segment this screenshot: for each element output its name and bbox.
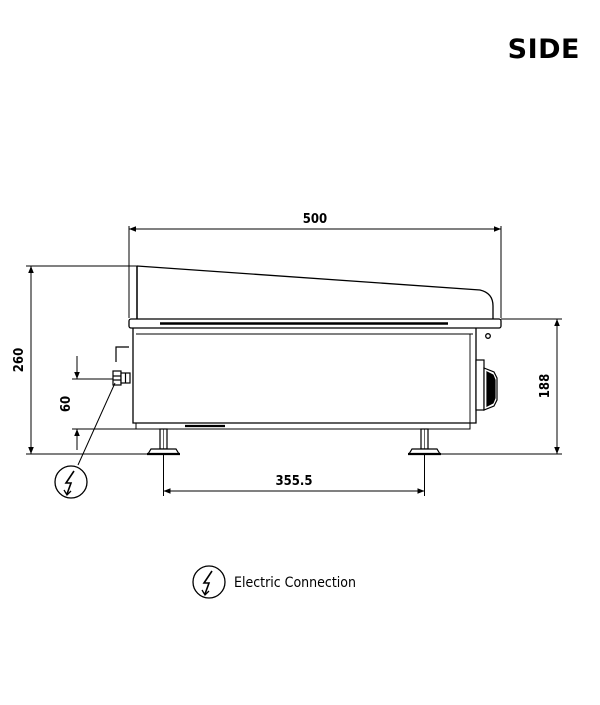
foot-left xyxy=(146,428,181,456)
dimension-label-feet: 355.5 xyxy=(276,474,313,489)
lightning-bolt-icon xyxy=(192,565,226,599)
appliance-outline xyxy=(115,265,502,430)
cable-gland xyxy=(112,370,131,386)
dimension-label-width: 500 xyxy=(303,212,327,227)
base-rail xyxy=(135,423,471,430)
side-bracket xyxy=(115,346,129,362)
dimension-label-body: 188 xyxy=(538,374,553,398)
dimension-height-260 xyxy=(26,265,147,455)
dimension-label-height: 260 xyxy=(12,348,27,372)
legend-label: Electric Connection xyxy=(234,575,356,591)
foot-right xyxy=(407,428,442,456)
view-title: SIDE xyxy=(507,34,580,65)
gland-body xyxy=(112,370,122,386)
knob-face xyxy=(486,371,496,407)
dimension-feet-355 xyxy=(163,454,425,496)
dimension-label-connection: 60 xyxy=(59,396,74,412)
callout-leader xyxy=(77,382,116,466)
lid-outline xyxy=(136,265,494,319)
top-plate xyxy=(128,318,502,329)
dimension-width-500 xyxy=(128,226,502,318)
dimension-height-188 xyxy=(441,318,562,455)
cabinet-body xyxy=(132,328,477,424)
lightning-bolt-icon xyxy=(54,465,88,499)
control-knob xyxy=(475,359,498,411)
dimension-connection-60 xyxy=(72,356,136,450)
knob-housing xyxy=(475,359,485,411)
rear-bolt xyxy=(485,333,491,339)
